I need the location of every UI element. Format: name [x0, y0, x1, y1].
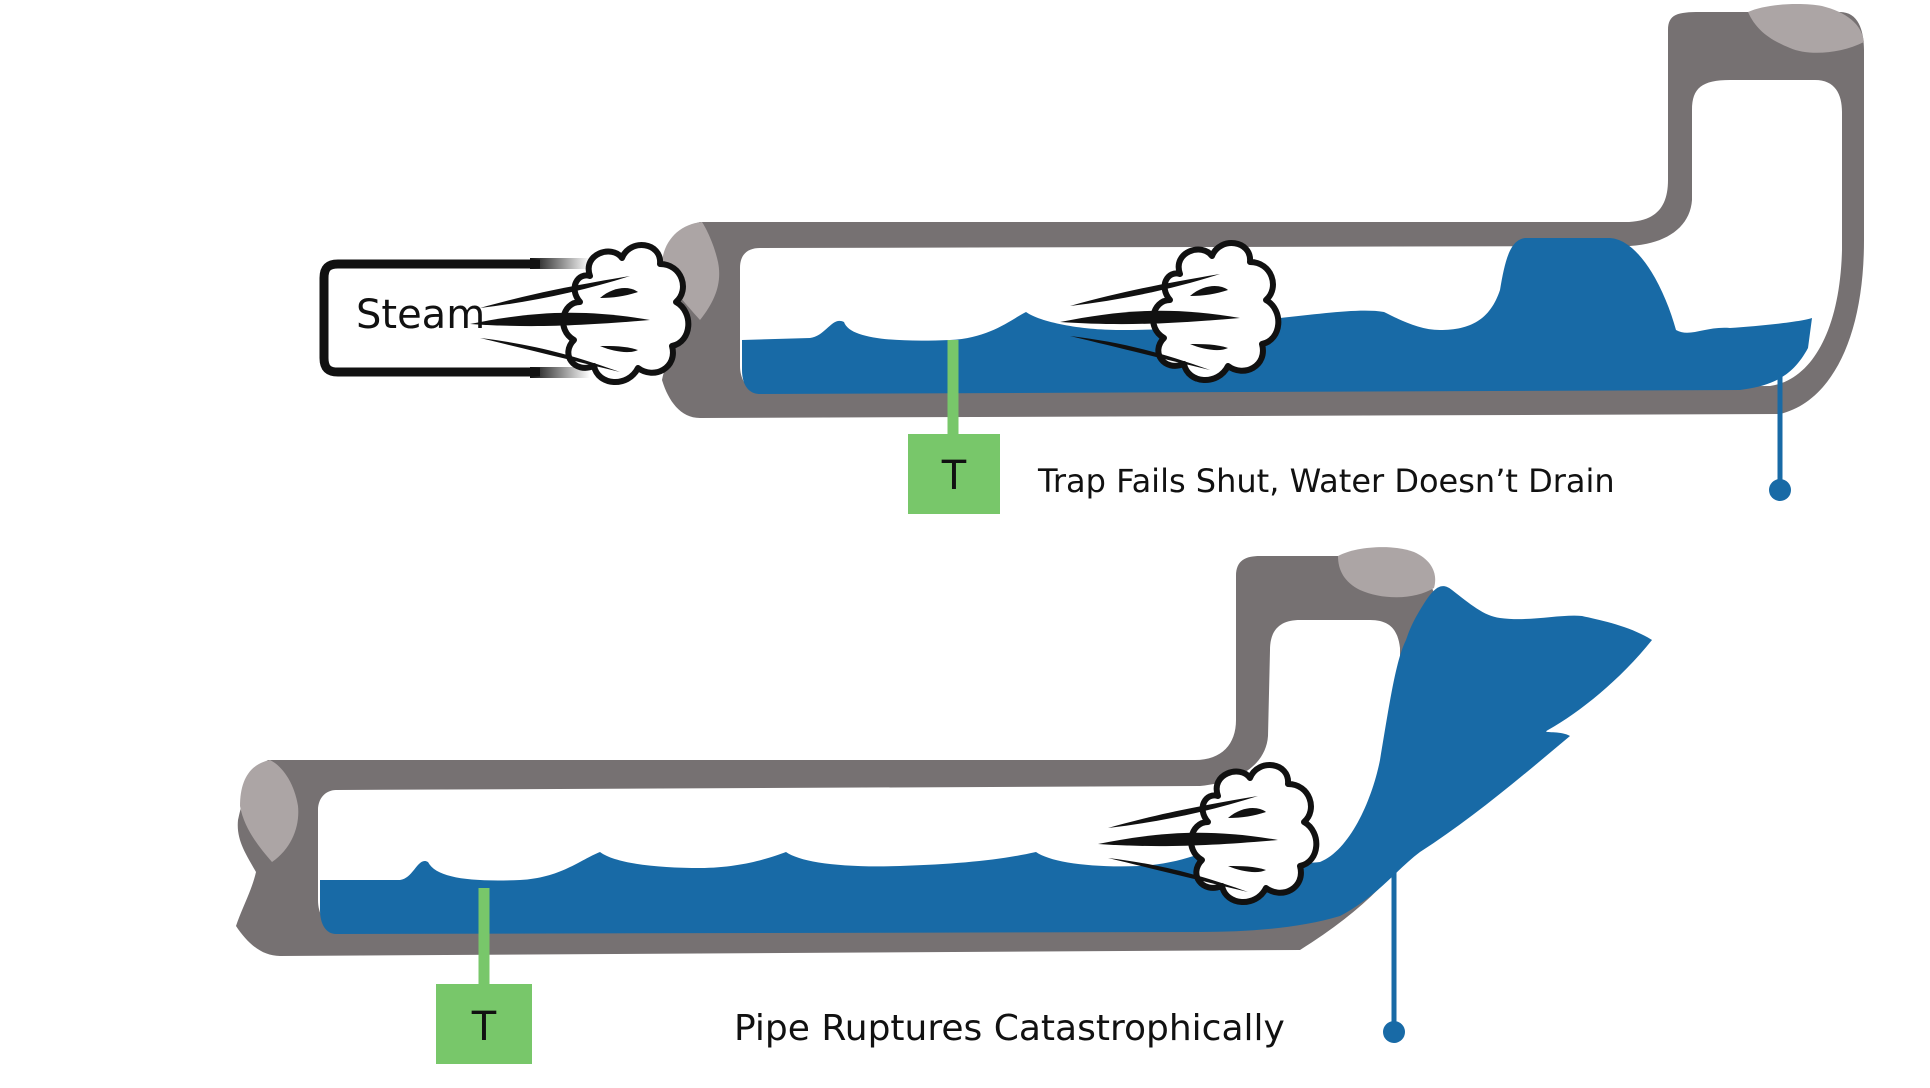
bottom-caption: Pipe Ruptures Catastrophically [734, 1008, 1285, 1049]
top-pipe-top-cap [1748, 4, 1864, 53]
steam-input-box: Steam [319, 258, 590, 378]
top-trap-box [908, 434, 1000, 514]
bottom-pipe-assembly [236, 547, 1652, 1043]
top-trap-label: T [941, 453, 967, 499]
bottom-pipe-interior [318, 620, 1400, 924]
top-drain-dot [1769, 479, 1791, 501]
bottom-water [320, 586, 1652, 934]
bottom-pipe-top-cap [1338, 547, 1436, 598]
bottom-trap-label: T [471, 1004, 497, 1050]
steam-label: Steam [356, 292, 485, 338]
top-caption: Trap Fails Shut, Water Doesn’t Drain [1037, 462, 1615, 500]
bottom-trap-box [436, 984, 532, 1064]
bottom-pipe-left-cap [240, 760, 299, 862]
top-pipe-left-cap [662, 222, 720, 320]
top-pipe-assembly [662, 4, 1864, 501]
top-water [742, 238, 1812, 394]
bottom-drain-dot [1383, 1021, 1405, 1043]
